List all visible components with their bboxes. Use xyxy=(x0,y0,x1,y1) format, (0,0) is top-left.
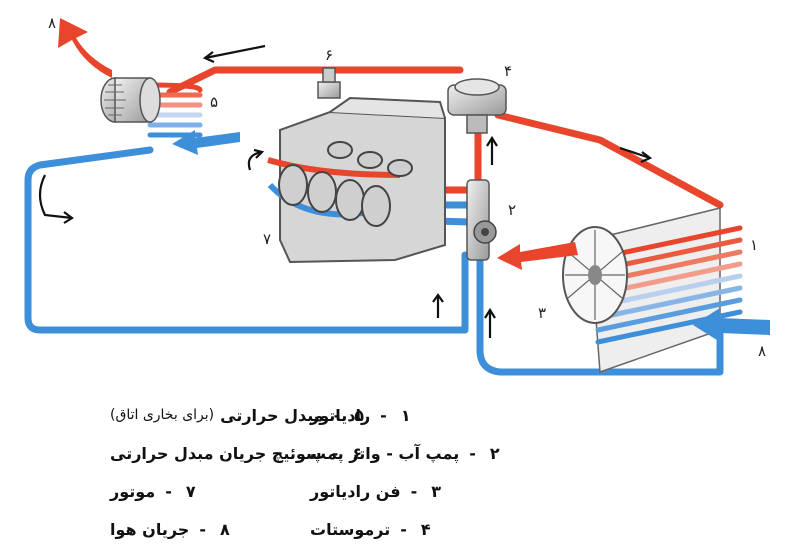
legend-number: ۷ xyxy=(185,481,196,501)
legend-dash: - xyxy=(469,443,476,463)
label-thermostat: ۴ xyxy=(504,62,512,80)
legend-dash: - xyxy=(199,519,206,539)
radiator-fan xyxy=(562,226,628,324)
legend-number: ۵ xyxy=(354,405,365,425)
airflow-in-radiator-arrow xyxy=(693,308,770,342)
legend-text: پمپ آب - واتر پمپ xyxy=(310,443,460,463)
water-pump xyxy=(466,179,497,261)
airflow-out-arrow xyxy=(58,18,112,78)
legend-item: ۴ - ترموستات xyxy=(310,510,700,548)
label-engine: ۷ xyxy=(263,230,271,248)
engine xyxy=(267,96,446,264)
legend-dash: - xyxy=(165,481,172,501)
legend-note: (برای بخاری اتاق) xyxy=(110,407,215,423)
legend-item: ۲ - پمپ آب - واتر پمپ xyxy=(310,434,700,472)
legend-number: ۱ xyxy=(400,405,411,425)
legend-item: ۸ - جریان هوا xyxy=(110,510,490,548)
legend-dash: - xyxy=(400,519,407,539)
legend-dash: - xyxy=(331,443,339,463)
airflow-out-radiator-arrow xyxy=(497,242,578,270)
legend-item: ۷ - موتور xyxy=(110,472,490,510)
engine-cylinders xyxy=(278,141,413,227)
flow-direction-arrows xyxy=(38,44,653,338)
label-water-pump: ۲ xyxy=(508,201,516,219)
label-airflow-out: ۸ xyxy=(48,14,56,32)
legend-number: ۳ xyxy=(431,481,442,501)
thermostat xyxy=(447,78,507,134)
legend-text: مبدل حرارتی xyxy=(220,405,324,425)
legend-text: فن رادیاتور xyxy=(310,481,401,501)
legend-item: ۶ - سوئیچ جریان مبدل حرارتی xyxy=(110,434,490,472)
label-heater-switch: ۶ xyxy=(325,46,333,64)
legend-number: ۲ xyxy=(489,443,500,463)
legend-right: ۱ - رادیاتور ۲ - پمپ آب - واتر پمپ ۳ - ف… xyxy=(310,396,700,548)
blower-fan xyxy=(100,77,161,123)
legend-item: ۱ - رادیاتور xyxy=(310,396,700,434)
legend-text: ترموستات xyxy=(310,519,391,539)
airflow-in-heater-arrow xyxy=(172,130,240,155)
legend-item: ۵ - مبدل حرارتی (برای بخاری اتاق) xyxy=(110,396,490,434)
label-airflow-in: ۸ xyxy=(758,342,766,360)
legend-item: ۳ - فن رادیاتور xyxy=(310,472,700,510)
legend-dash: - xyxy=(410,481,418,501)
heater-switch xyxy=(317,67,341,99)
label-radiator: ۱ xyxy=(750,236,758,254)
legend-number: ۶ xyxy=(352,443,363,463)
legend-text: رادیاتور xyxy=(310,405,371,425)
legend-dash: - xyxy=(380,405,387,425)
legend-text: موتور xyxy=(110,481,156,501)
label-fan: ۳ xyxy=(538,304,546,322)
legend-text: جریان هوا xyxy=(110,519,190,539)
legend-dash: - xyxy=(333,405,341,425)
legend-left: ۵ - مبدل حرارتی (برای بخاری اتاق) ۶ - سو… xyxy=(110,396,490,548)
legend-number: ۴ xyxy=(420,519,431,539)
label-heater-core: ۵ xyxy=(210,93,218,111)
cooling-system-diagram: ۸ ۵ ۶ ۴ ۲ ۷ ۱ ۳ ۸ xyxy=(24,14,770,376)
legend-text: سوئیچ جریان مبدل حرارتی xyxy=(110,443,322,463)
legend-number: ۸ xyxy=(219,519,230,539)
